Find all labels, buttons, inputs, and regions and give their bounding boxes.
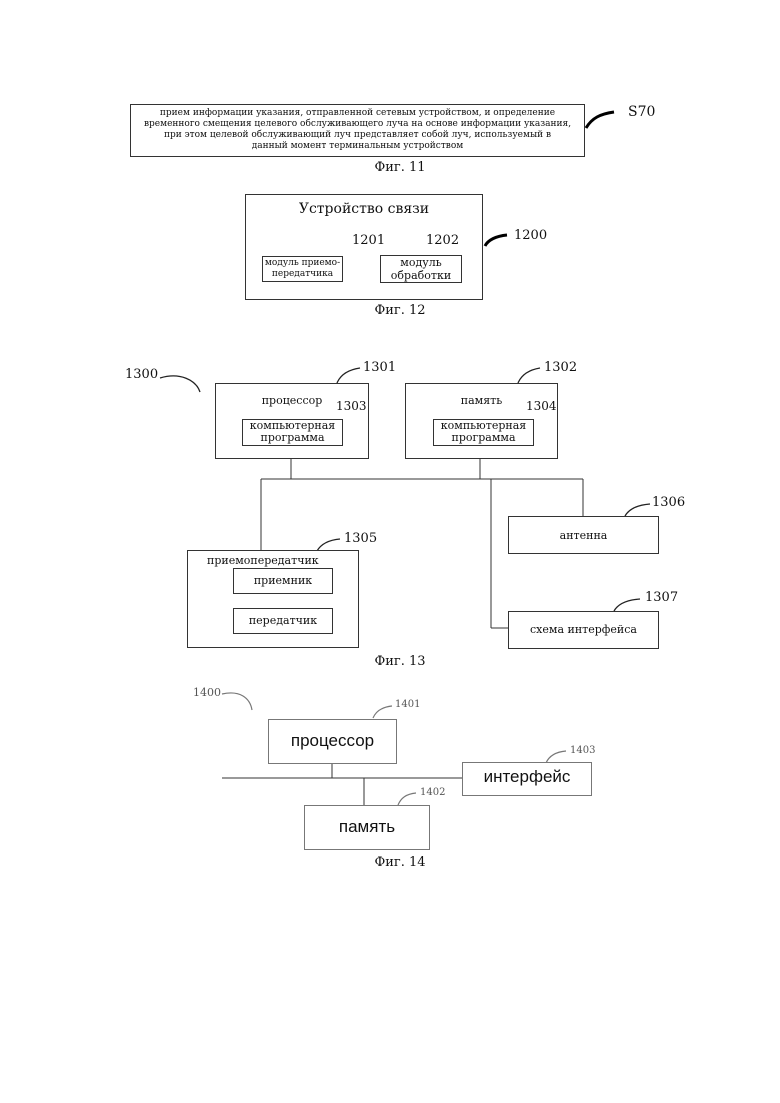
fig13-ref-1302: 1302 (544, 360, 577, 375)
leader-1306 (625, 504, 650, 516)
fig13-ref-1306: 1306 (652, 495, 685, 510)
fig12-processing-line2: обработки (380, 269, 462, 282)
fig13-transmitter-label: передатчик (233, 614, 333, 627)
fig14-caption: Фиг. 14 (340, 855, 460, 870)
fig14-processor-label: процессор (268, 731, 397, 751)
fig14-memory-label: память (304, 817, 430, 837)
leader-1301 (337, 368, 360, 383)
leader-1307 (614, 599, 640, 611)
fig11-step-line4: данный момент терминальным устройством (130, 141, 585, 151)
fig13-ref-1300: 1300 (125, 367, 158, 382)
leader-1400 (222, 693, 252, 710)
fig11-caption: Фиг. 11 (340, 160, 460, 175)
fig14-ref-1402: 1402 (420, 787, 445, 798)
fig14-ref-1401: 1401 (395, 699, 420, 710)
fig13-program1-line2: программа (242, 432, 343, 444)
fig11-step-line3: при этом целевой обслуживающий луч предс… (130, 130, 585, 140)
fig12-caption: Фиг. 12 (340, 303, 460, 318)
fig12-ref-1202: 1202 (426, 233, 459, 248)
leader-1402 (398, 793, 416, 805)
fig13-ref-1304: 1304 (526, 399, 557, 413)
fig13-ref-1301: 1301 (363, 360, 396, 375)
fig12-ref-1200: 1200 (514, 228, 547, 243)
fig12-transceiver-line2: передатчика (262, 269, 343, 279)
leader-s70 (586, 112, 614, 128)
leader-1200 (485, 235, 507, 246)
fig14-ref-1403: 1403 (570, 745, 595, 756)
fig13-program2-line2: программа (433, 432, 534, 444)
fig12-ref-1201: 1201 (352, 233, 385, 248)
fig13-antenna-label: антенна (508, 529, 659, 542)
fig11-ref-s70: S70 (628, 104, 655, 120)
fig12-title: Устройство связи (245, 201, 483, 217)
leader-1300 (160, 376, 200, 392)
fig13-ref-1307: 1307 (645, 590, 678, 605)
fig12-processing-line1: модуль (380, 256, 462, 269)
fig13-interface-label: схема интерфейса (508, 623, 659, 636)
fig11-step-line2: временного смещения целевого обслуживающ… (130, 119, 585, 129)
leader-1302 (518, 368, 540, 383)
fig12-transceiver-line1: модуль приемо- (262, 258, 343, 268)
fig13-transceiver-label: приемопередатчик (207, 554, 319, 567)
fig13-receiver-label: приемник (233, 574, 333, 587)
fig13-ref-1305: 1305 (344, 531, 377, 546)
fig13-caption: Фиг. 13 (340, 654, 460, 669)
fig14-ref-1400: 1400 (193, 686, 221, 699)
fig14-interface-label: интерфейс (462, 767, 592, 787)
leader-1401 (373, 706, 392, 718)
fig13-ref-1303: 1303 (336, 399, 367, 413)
fig11-step-line1: прием информации указания, отправленной … (130, 108, 585, 118)
